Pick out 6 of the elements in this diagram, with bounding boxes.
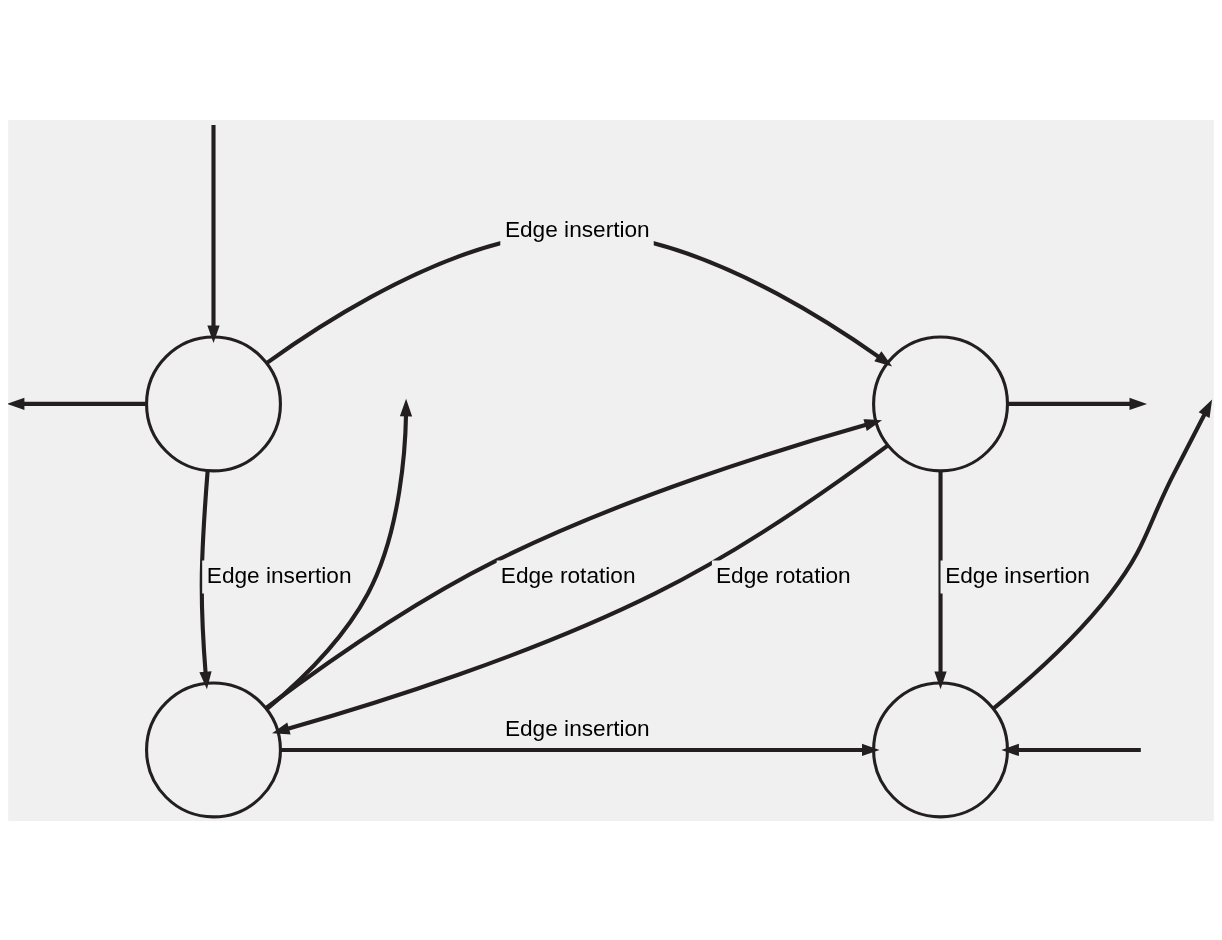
edge-label: Edge insertion — [504, 215, 650, 242]
edge-label: Edge rotation — [716, 561, 851, 588]
edge-label: Edge insertion — [504, 714, 650, 741]
edge-label: Edge insertion — [945, 561, 1090, 588]
edge-label: Edge rotation — [500, 561, 636, 588]
edge-label: Edge insertion — [206, 561, 352, 588]
